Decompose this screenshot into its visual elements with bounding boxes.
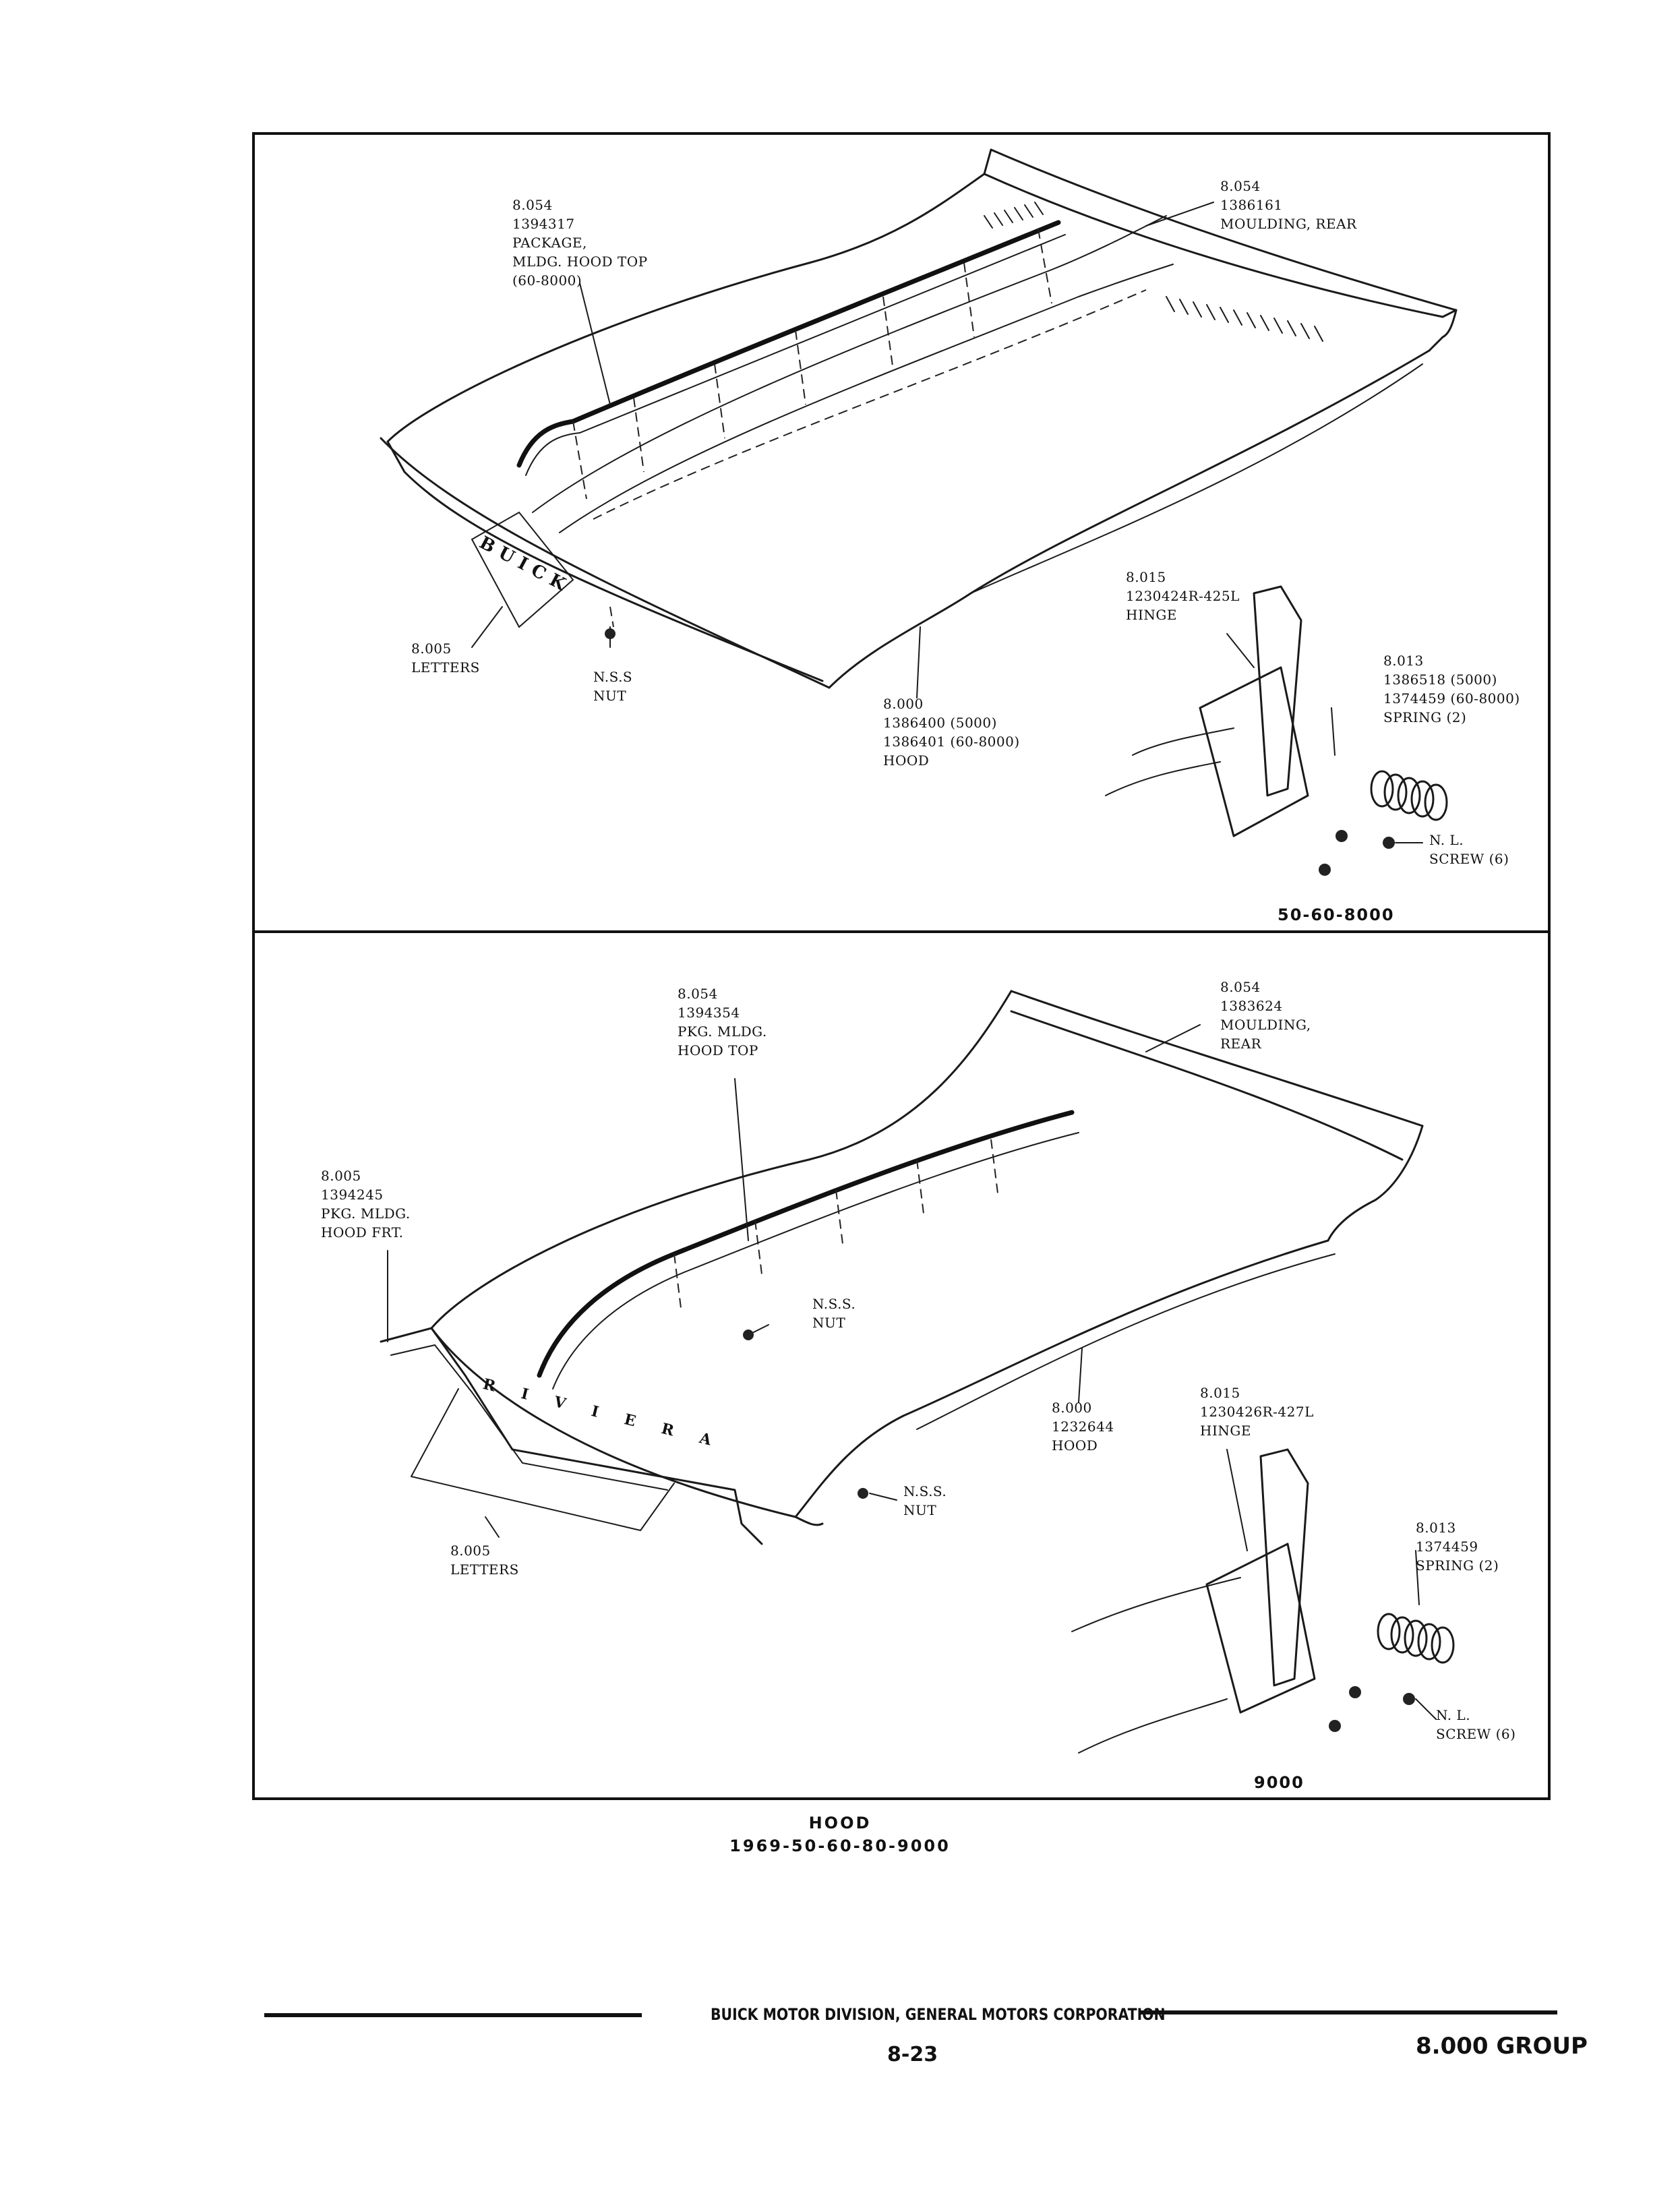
bottom-label-spring: 8.013 1374459 SPRING (2): [1416, 1520, 1499, 1574]
top-label-mldg-hood-top: 8.054 1394317 PACKAGE, MLDG. HOOD TOP (6…: [512, 197, 648, 289]
bottom-label-hood: 8.000 1232644 HOOD: [1052, 1400, 1114, 1454]
top-label-nut: N.S.S NUT: [593, 669, 633, 704]
bottom-label-mldg-hood-top: 8.054 1394354 PKG. MLDG. HOOD TOP: [678, 986, 767, 1058]
top-label-hood: 8.000 1386400 (5000) 1386401 (60-8000) H…: [883, 696, 1020, 769]
bottom-panel-model-code: 9000: [1254, 1773, 1304, 1792]
bottom-hood-drawing: [380, 990, 1455, 1754]
bottom-panel-frame: [252, 930, 1551, 1800]
footer-group: 8.000 GROUP: [1416, 2033, 1588, 2060]
top-label-screw: N. L. SCREW (6): [1429, 832, 1509, 867]
top-label-moulding-rear: 8.054 1386161 MOULDING, REAR: [1220, 178, 1357, 232]
bottom-label-letters: 8.005 LETTERS: [450, 1543, 519, 1578]
bottom-label-moulding-rear: 8.054 1383624 MOULDING, REAR: [1220, 979, 1311, 1052]
bottom-label-screw: N. L. SCREW (6): [1436, 1707, 1516, 1742]
top-panel-model-code: 50-60-8000: [1278, 905, 1395, 924]
bottom-label-mldg-hood-front: 8.005 1394245 PKG. MLDG. HOOD FRT.: [321, 1168, 411, 1241]
top-label-hinge: 8.015 1230424R-425L HINGE: [1126, 569, 1240, 623]
top-label-letters: 8.005 LETTERS: [411, 640, 480, 676]
bottom-label-hinge: 8.015 1230426R-427L HINGE: [1200, 1385, 1314, 1439]
caption-title: HOOD: [808, 1814, 872, 1832]
caption-subtitle: 1969-50-60-80-9000: [729, 1836, 951, 1855]
bottom-label-nut-center: N.S.S. NUT: [812, 1296, 856, 1331]
bottom-label-nut-corner: N.S.S. NUT: [903, 1483, 947, 1518]
footer-company: BUICK MOTOR DIVISION, GENERAL MOTORS COR…: [711, 2005, 1166, 2024]
top-label-spring: 8.013 1386518 (5000) 1374459 (60-8000) S…: [1383, 653, 1520, 725]
top-hood-drawing: [380, 148, 1458, 876]
footer-rule-left: [264, 2013, 642, 2017]
footer-rule-right: [1139, 2010, 1557, 2014]
footer-page-number: 8-23: [887, 2043, 938, 2066]
